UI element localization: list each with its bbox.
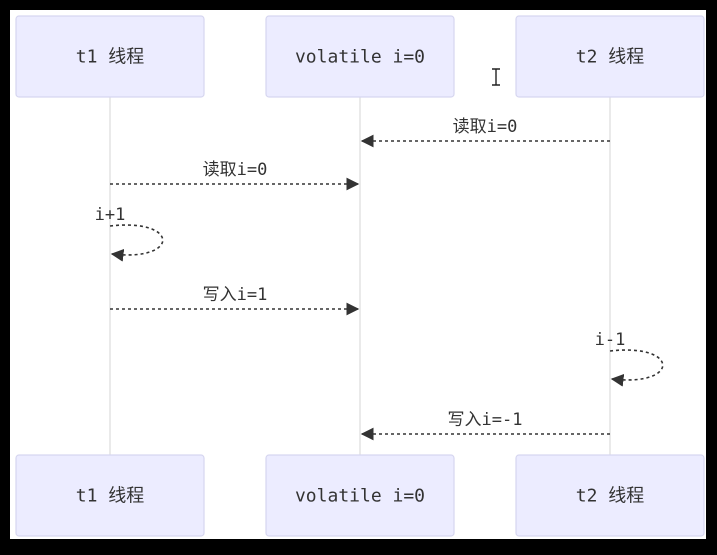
text-cursor-icon (492, 68, 500, 86)
participant-box-t2-top (515, 15, 705, 98)
sequence-diagram-canvas: t1 线程 t1 线程 volatile i=0 volatile i=0 t2 线程 t… (10, 10, 706, 539)
participant-box-t1-top (15, 15, 205, 98)
message-label-1: 读取i=0 (453, 117, 518, 137)
self-message-label-5: i-1 (595, 330, 626, 350)
participant-label-t2-top: t2 线程 (576, 47, 645, 68)
participant-label-t2-bottom: t2 线程 (576, 486, 645, 507)
self-message-label-3: i+1 (95, 205, 126, 225)
self-message-arrow-3 (109, 224, 164, 262)
message-label-4: 写入i=1 (203, 285, 268, 305)
participant-box-t2-bottom (515, 454, 705, 537)
participant-box-t1-bottom (15, 454, 205, 537)
participant-box-v-top (265, 15, 455, 98)
participant-box-v-bottom (265, 454, 455, 537)
self-message-arrow-5 (609, 349, 664, 387)
participant-label-v-top: volatile i=0 (295, 47, 425, 68)
sequence-diagram: t1 线程 t1 线程 volatile i=0 volatile i=0 t2 线程 t… (15, 15, 705, 537)
participant-label-t1-top: t1 线程 (76, 47, 145, 68)
participant-label-v-bottom: volatile i=0 (295, 486, 425, 507)
message-label-6: 写入i=-1 (448, 410, 523, 430)
message-label-2: 读取i=0 (203, 160, 268, 180)
participant-label-t1-bottom: t1 线程 (76, 486, 145, 507)
